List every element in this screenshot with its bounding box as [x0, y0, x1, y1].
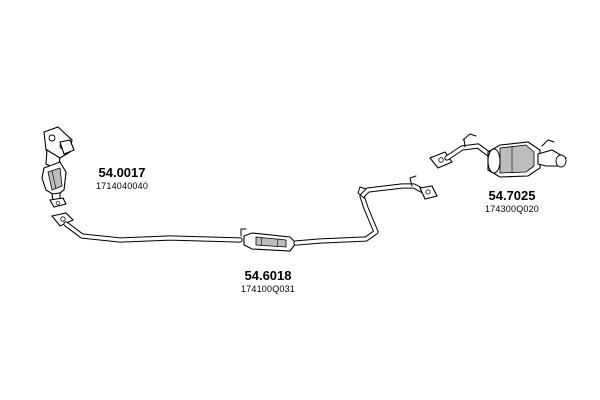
front-pipe-center-catalyst-part[interactable]	[51, 175, 438, 252]
oem-code: 1714040040	[95, 181, 149, 191]
manifold-catalyst-part[interactable]	[41, 126, 75, 208]
oem-code: 174100Q031	[240, 284, 296, 294]
oem-code: 174300Q020	[484, 204, 540, 214]
part-label-rear-silencer: 54.7025 174300Q020	[472, 188, 552, 215]
part-label-manifold: 54.0017 1714040040	[82, 165, 162, 192]
part-label-front-pipe: 54.6018 174100Q031	[228, 268, 308, 295]
part-number: 54.6018	[244, 268, 292, 283]
part-number: 54.7025	[488, 188, 536, 203]
rear-silencer-part[interactable]	[429, 133, 567, 178]
part-number: 54.0017	[98, 165, 146, 180]
